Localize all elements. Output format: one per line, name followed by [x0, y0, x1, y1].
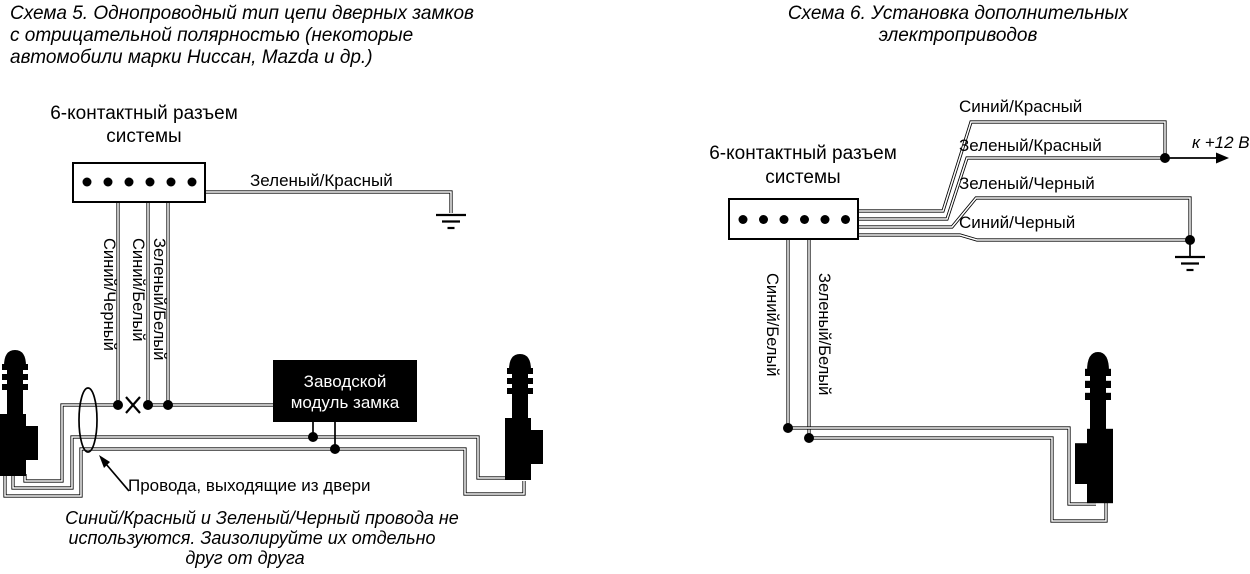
- scheme5-title-line2: с отрицательной полярностью (некоторые: [10, 25, 413, 46]
- scheme5-title-line3: автомобили марки Ниссан, Mazda и др.): [10, 47, 373, 68]
- connector-pin: [820, 215, 830, 224]
- connector-6pin: [728, 198, 859, 240]
- junction-dot: [143, 400, 153, 410]
- door-grommet: [78, 387, 98, 453]
- wire-label-green-white: Зеленый/Белый: [815, 273, 833, 395]
- wire-label-green-red: Зеленый/Красный: [959, 136, 1102, 155]
- door-lock-actuator-icon: [0, 350, 38, 476]
- door-wires-label: Провода, выходящие из двери: [128, 476, 370, 495]
- ground-icon: [434, 213, 468, 230]
- module-label-line1: Заводской: [304, 372, 387, 391]
- scheme5-title-line1: Схема 5. Однопроводный тип цепи дверных …: [10, 3, 474, 24]
- scheme6-title-line2: электроприводов: [879, 25, 1038, 46]
- wire-label-green-red: Зеленый/Красный: [250, 171, 393, 190]
- wire-green-red: [205, 190, 453, 213]
- wire-label-blue-white: Синий/Белый: [129, 238, 147, 341]
- ground-icon: [1173, 255, 1207, 272]
- connector-pin: [759, 215, 768, 224]
- junction-dot: [1185, 235, 1195, 245]
- module-label-line2: модуль замка: [291, 393, 400, 412]
- connector-pin: [82, 177, 92, 187]
- wire-label-blue-black: Синий/Черный: [100, 238, 118, 351]
- junction-dot: [330, 444, 340, 454]
- wire-label-blue-white: Синий/Белый: [763, 273, 781, 376]
- door-lock-actuator-icon: [1075, 352, 1113, 504]
- plus12-arrow-icon: [1165, 152, 1229, 164]
- wire-label-green-black: Зеленый/Черный: [959, 174, 1095, 193]
- wire-actuator-b: [809, 436, 1108, 523]
- connector-pin: [779, 215, 789, 224]
- scheme5-connector-label-line1: 6-контактный разъем: [50, 103, 238, 124]
- connector-pin: [145, 177, 155, 187]
- connector-pin: [187, 177, 197, 187]
- connector-pin: [124, 177, 134, 187]
- junction-dot: [804, 433, 814, 443]
- factory-lock-module: Заводской модуль замка: [273, 360, 417, 422]
- scheme-5: Схема 5. Однопроводный тип цепи дверных …: [0, 3, 543, 568]
- connector-pin: [103, 177, 113, 187]
- connector-pin: [738, 215, 748, 224]
- scheme-6: Схема 6. Установка дополнительных электр…: [709, 3, 1250, 523]
- scheme6-connector-label-line2: системы: [765, 167, 840, 188]
- connector-6pin: [72, 162, 206, 203]
- junction-dot: [783, 423, 793, 433]
- scheme6-title-line1: Схема 6. Установка дополнительных: [788, 3, 1130, 24]
- scheme5-note-line3: друг от друга: [185, 548, 304, 568]
- junction-dot: [1160, 153, 1170, 163]
- connector-pin: [841, 215, 850, 224]
- wire-label-green-white: Зеленый/Белый: [150, 238, 168, 360]
- scheme6-connector-label-line1: 6-контактный разъем: [709, 143, 897, 164]
- junction-dot: [113, 400, 123, 410]
- wire-cut-icon: [125, 396, 141, 414]
- door-lock-actuator-icon: [505, 354, 543, 480]
- connector-pin: [800, 215, 809, 224]
- junction-dot: [308, 432, 318, 442]
- scheme5-note-line2: используются. Заизолируйте их отдельно: [68, 528, 435, 548]
- scheme5-connector-label-line2: системы: [106, 126, 181, 147]
- junction-dot: [163, 400, 173, 410]
- scheme5-note-line1: Синий/Красный и Зеленый/Черный провода н…: [65, 508, 459, 528]
- wire-label-blue-black: Синий/Черный: [959, 213, 1075, 232]
- plus12-label: к +12 В: [1192, 133, 1250, 152]
- connector-pin: [166, 177, 176, 187]
- callout-arrow-icon: [99, 455, 130, 492]
- wire-label-blue-red: Синий/Красный: [959, 97, 1082, 116]
